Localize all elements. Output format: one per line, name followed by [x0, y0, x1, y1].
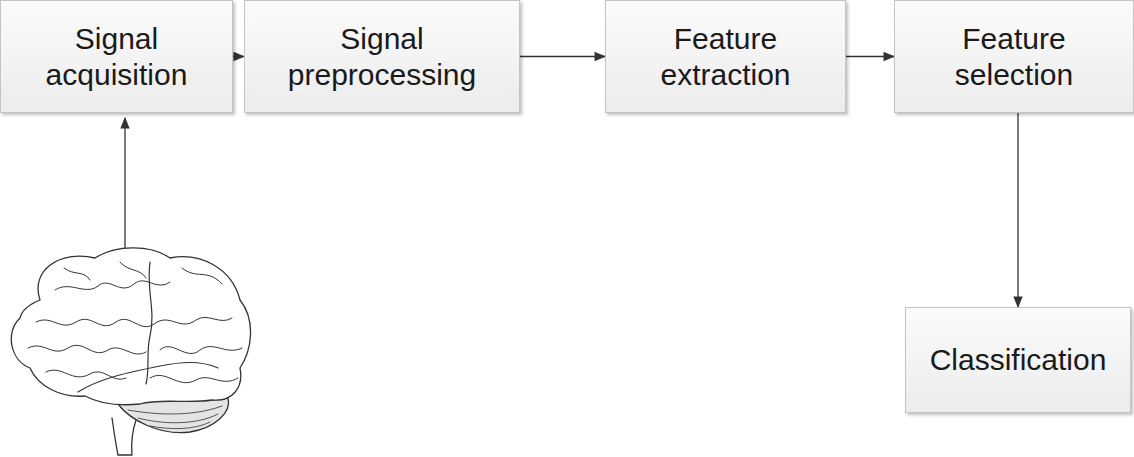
preprocessing-box: Signal preprocessing: [244, 0, 520, 113]
brain-drawing: [11, 248, 250, 455]
flow-arrow: [846, 56, 894, 57]
box-label: Classification: [922, 342, 1115, 377]
box-label: Signal preprocessing: [245, 21, 519, 92]
flow-arrow: [1017, 113, 1018, 307]
flow-arrow: [233, 56, 244, 57]
extraction-box: Feature extraction: [605, 0, 846, 113]
selection-box: Feature selection: [894, 0, 1134, 113]
box-label: Signal acquisition: [1, 21, 232, 92]
input-arrow: [124, 118, 125, 252]
flow-arrow: [520, 56, 605, 57]
classification-box: Classification: [905, 307, 1131, 413]
box-label: Feature selection: [895, 21, 1133, 92]
acquisition-box: Signal acquisition: [0, 0, 233, 113]
box-label: Feature extraction: [606, 21, 845, 92]
